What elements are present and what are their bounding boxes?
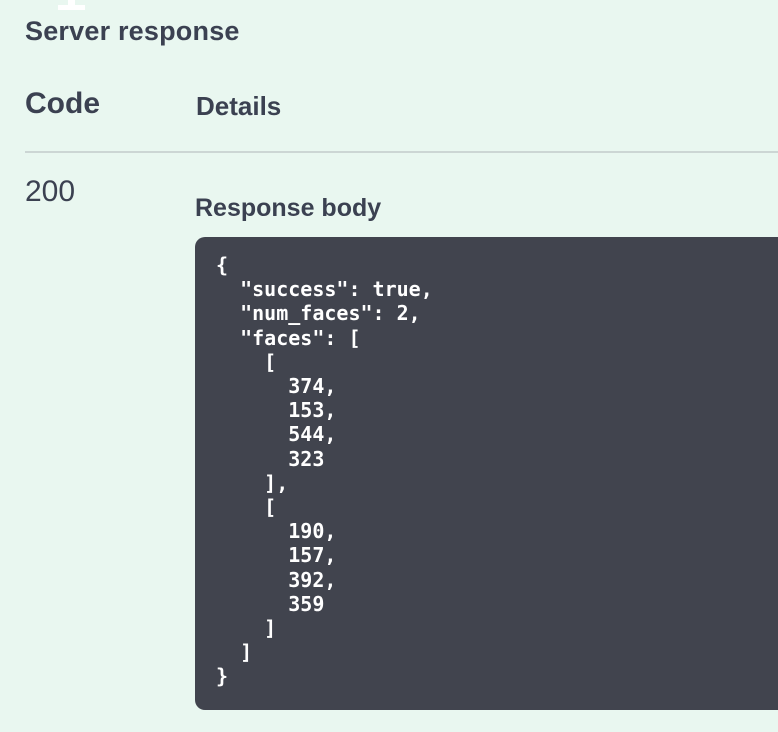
server-response-title: Server response (25, 16, 240, 46)
cropped-digit-glyph-base (58, 5, 85, 10)
response-body-code-block: { "success": true, "num_faces": 2, "face… (195, 237, 778, 710)
response-body-json: { "success": true, "num_faces": 2, "face… (216, 253, 433, 689)
column-header-details: Details (196, 91, 282, 121)
table-header-divider (25, 151, 778, 153)
column-header-code: Code (25, 87, 100, 120)
cropped-digit-glyph-stem (68, 0, 75, 7)
response-status-code: 200 (25, 175, 76, 208)
cropped-digit-glyph (58, 0, 85, 10)
response-body-label: Response body (195, 194, 382, 222)
